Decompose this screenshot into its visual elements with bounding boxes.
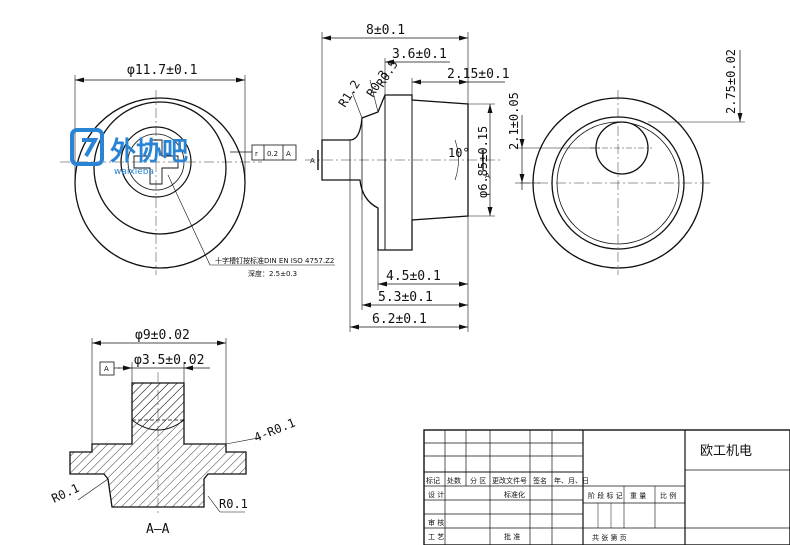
right-view: 2.1±0.05 2.75±0.02 bbox=[507, 49, 745, 275]
dim-offset-b: 2.75±0.02 bbox=[724, 49, 738, 114]
dim-length-b: 2.15±0.1 bbox=[447, 67, 510, 82]
section-mark-side-right: A bbox=[485, 172, 490, 180]
title-block: 标记 处数 分 区 更改文件号 签名 年、月、日 设 计 标准化 审 核 工 艺… bbox=[423, 429, 790, 545]
tb-label-process: 工 艺 bbox=[428, 533, 444, 541]
dim-length-total: 8±0.1 bbox=[366, 23, 405, 38]
note-cross-recess: 十字槽钉按标准DIN EN ISO 4757.Z2 bbox=[215, 256, 334, 265]
dim-section-small-diameter: φ3.5±0.02 bbox=[134, 353, 204, 368]
tolerance-value: 0.2 bbox=[267, 150, 278, 158]
front-view: φ11.7±0.1 r 0.2 A 十字槽钉按标准DIN EN ISO 4757… bbox=[60, 63, 335, 278]
watermark-logo-icon bbox=[70, 128, 104, 166]
tb-company: 欧工机电 bbox=[700, 444, 752, 459]
section-datum: A bbox=[104, 365, 109, 373]
section-view: φ9±0.02 φ3.5±0.02 A 4-R0.1 R0.1 R0.1 A—A bbox=[49, 328, 297, 537]
tb-label-mark: 标记 bbox=[426, 476, 440, 485]
dim-mid-diameter: φ6.85±0.15 bbox=[476, 126, 490, 198]
tb-label-design: 设 计 bbox=[428, 490, 444, 499]
dim-offset-a: 2.1±0.05 bbox=[507, 92, 521, 150]
section-datum-box bbox=[99, 361, 115, 376]
side-profile bbox=[321, 94, 469, 251]
dim-outer-diameter: φ11.7±0.1 bbox=[127, 63, 197, 78]
watermark-text: 外协吧 bbox=[110, 137, 188, 167]
dim-radius-right: R0.1 bbox=[219, 497, 248, 511]
tb-label-review: 审 核 bbox=[428, 518, 444, 527]
dim-chamfer: 4-R0.1 bbox=[252, 416, 297, 445]
cross-recess bbox=[133, 139, 179, 185]
dim-length-c: 4.5±0.1 bbox=[386, 269, 441, 284]
tb-label-sign: 签名 bbox=[533, 476, 547, 485]
front-inner-circle bbox=[93, 101, 227, 235]
tb-label-standardize: 标准化 bbox=[504, 490, 525, 499]
tb-label-weight: 重 量 bbox=[630, 492, 646, 500]
dim-radius-c: R1.2 bbox=[336, 78, 363, 110]
section-label: A—A bbox=[146, 522, 170, 537]
tb-label-count: 处数 bbox=[447, 476, 461, 485]
note-depth: 深度：2.5±0.3 bbox=[248, 269, 297, 278]
dim-section-big-diameter: φ9±0.02 bbox=[135, 328, 190, 343]
side-view: A A 8±0.1 3.6±0.1 2.15±0.1 R1.2 R0.3 R0.… bbox=[305, 23, 510, 332]
dim-length-e: 6.2±0.1 bbox=[372, 312, 427, 327]
dim-radius-left: R0.1 bbox=[49, 481, 81, 506]
tb-label-date: 年、月、日 bbox=[554, 476, 589, 485]
dim-length-a: 3.6±0.1 bbox=[392, 47, 447, 62]
watermark: 外协吧 waixieba bbox=[70, 128, 188, 177]
section-mark-side: A bbox=[310, 157, 315, 165]
dim-length-d: 5.3±0.1 bbox=[378, 290, 433, 305]
tolerance-symbol: r bbox=[255, 150, 258, 158]
watermark-sub: waixieba bbox=[114, 167, 154, 177]
tolerance-datum: A bbox=[286, 150, 291, 158]
tb-label-zone: 分 区 bbox=[470, 476, 486, 485]
dim-angle: 10° bbox=[448, 146, 470, 160]
tb-label-change-doc: 更改文件号 bbox=[492, 476, 527, 485]
tb-label-scale: 比 例 bbox=[660, 491, 676, 500]
tolerance-frame bbox=[251, 144, 297, 161]
tb-label-approve: 批 准 bbox=[504, 532, 520, 541]
front-outer-circle bbox=[74, 97, 246, 269]
tb-sheet-info: 共 张 第 页 bbox=[592, 533, 627, 542]
tb-label-stage: 阶 段 标 记 bbox=[588, 491, 623, 500]
